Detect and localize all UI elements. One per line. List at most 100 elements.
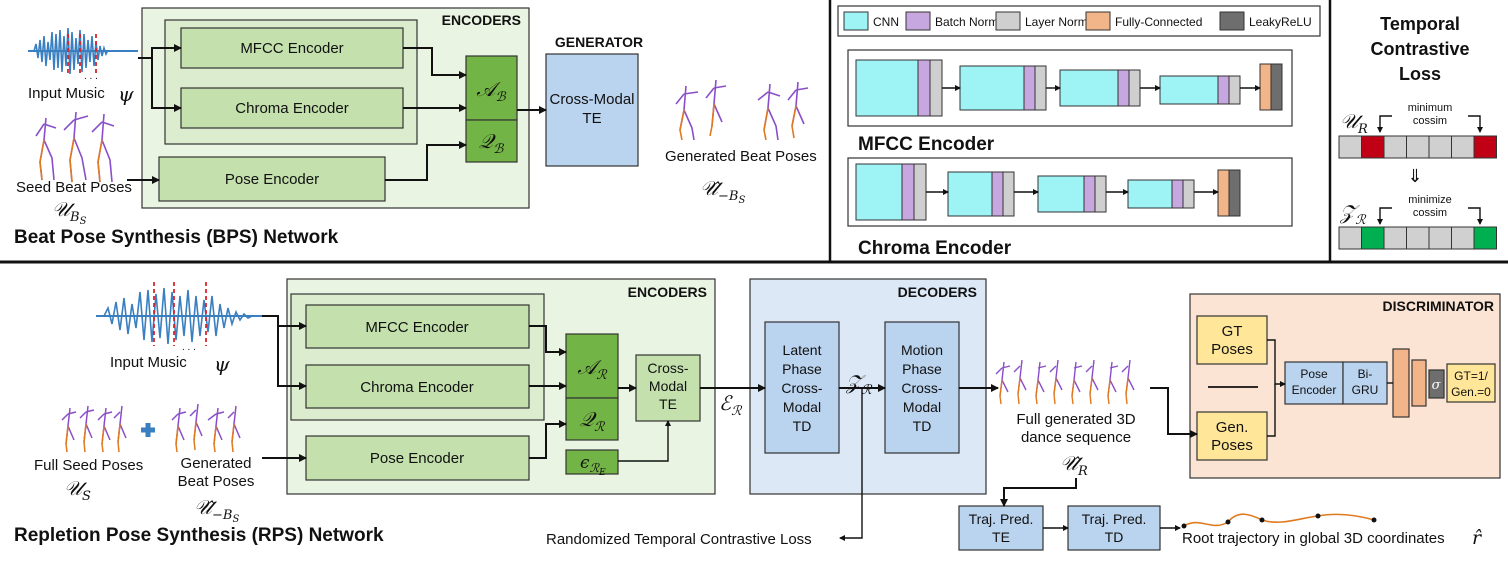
bps-cm-line2: TE [582, 110, 601, 127]
tcl-cell [1451, 135, 1475, 159]
bps-generated-symbol: 𝒰̂−BS [700, 176, 745, 206]
tcl-row-z [1338, 226, 1497, 250]
rps-traj-te-line2: TE [992, 529, 1010, 545]
chroma-stage-2 [947, 171, 1015, 217]
rps-decoders-title: DECODERS [898, 284, 977, 300]
rps-pose-enc-line2: Encoder [1292, 383, 1337, 397]
rps-motion-line5: TD [913, 418, 932, 434]
rps-pose-encoder [305, 435, 530, 481]
rps-mfcc-encoder [305, 304, 530, 349]
bps-encoders-title: ENCODERS [442, 12, 521, 28]
bps-generator-title: GENERATOR [555, 34, 643, 50]
bps-generated-label: Generated Beat Poses [665, 148, 817, 165]
chroma-stage-1 [855, 163, 927, 221]
bps-mfcc-label: MFCC Encoder [240, 40, 343, 57]
tcl-cell [1406, 226, 1430, 250]
rps-full-seed-figure [61, 405, 127, 453]
rps-mfcc-label: MFCC Encoder [365, 319, 468, 336]
rps-motion-line4: Modal [903, 399, 941, 415]
rps-motion-phase-td [884, 321, 960, 454]
legend-label: Batch Norm [935, 15, 998, 29]
rps-rtcl-label: Randomized Temporal Contrastive Loss [546, 531, 812, 548]
tcl-z-symbol: 𝒵ℛ [1339, 200, 1367, 228]
bps-pose-label: Pose Encoder [225, 171, 319, 188]
tcl-cell [1338, 226, 1362, 250]
rps-fc-2 [1411, 359, 1427, 407]
legend-item: Batch Norm [905, 11, 998, 31]
rps-bigru-line2: GRU [1352, 383, 1379, 397]
tcl-title-line3: Loss [1399, 64, 1441, 84]
tcl-cell [1338, 135, 1362, 159]
rps-disc-output [1446, 363, 1496, 403]
rps-fc-1 [1392, 348, 1410, 418]
mfcc-stage-4 [1159, 75, 1241, 105]
tcl-minimize-line1: minimize [1408, 194, 1451, 206]
bps-generated-poses-figure [675, 79, 809, 141]
rps-latent-line1: Latent [783, 342, 822, 358]
tcl-cell [1361, 135, 1385, 159]
rps-chroma-encoder [305, 364, 530, 409]
rps-traj-td [1067, 505, 1161, 551]
tcl-minimize-line2: cossim [1413, 207, 1447, 219]
rps-ur-symbol: 𝒰̂R [1060, 451, 1088, 479]
mfcc-stage-2 [959, 65, 1047, 111]
tcl-cell [1406, 135, 1430, 159]
bps-music-waveform: . . . [28, 27, 138, 82]
rps-latent-phase-td [764, 321, 840, 454]
legend-swatch [843, 11, 869, 31]
rps-gen-line1: Generated [181, 455, 252, 472]
bps-seed-symbol: 𝒰BS [52, 197, 87, 227]
legend-swatch [905, 11, 931, 31]
rps-epsilon-symbol: ϵℛE [580, 453, 606, 478]
tcl-cell [1428, 135, 1452, 159]
legend-label: CNN [873, 15, 899, 29]
bps-cross-modal-te [545, 53, 639, 167]
rps-full-seed-label: Full Seed Poses [34, 457, 143, 474]
rps-full-gen-line2: dance sequence [1021, 429, 1131, 446]
bps-seed-label: Seed Beat Poses [16, 179, 132, 196]
rps-music-waveform: . . . [96, 282, 262, 353]
tcl-min-line2: cossim [1413, 115, 1447, 127]
rps-motion-line3: Cross- [901, 380, 943, 396]
rps-sigma-symbol: σ [1432, 378, 1442, 393]
legend-label: Layer Norm [1025, 15, 1088, 29]
rps-latent-line4: Modal [783, 399, 821, 415]
rps-gt-line2: Poses [1211, 341, 1253, 358]
rps-input-music-label: Input Music [110, 354, 187, 371]
bps-seed-poses-figure [35, 111, 115, 183]
tcl-cell [1383, 135, 1407, 159]
bps-psi-symbol: ψ [118, 82, 134, 106]
bps-a-block [465, 55, 518, 121]
rps-root-label: Root trajectory in global 3D coordinates [1182, 530, 1445, 547]
tcl-min-line1: minimum [1408, 102, 1453, 114]
rps-cm-line2: Modal [649, 378, 687, 394]
svg-text:. . .: . . . [84, 71, 98, 82]
mfcc-stage-1 [855, 59, 943, 117]
bps-network: . . . Input Music ψ Seed Beat Poses 𝒰BS … [14, 7, 817, 248]
chroma-stage-3 [1037, 175, 1107, 213]
mfcc-detail-title: MFCC Encoder [858, 134, 995, 155]
chroma-detail-title: Chroma Encoder [858, 238, 1012, 259]
rps-genp-line1: Gen. [1216, 419, 1249, 436]
rps-traj-td-line2: TD [1105, 529, 1124, 545]
tcl-cell [1451, 226, 1475, 250]
mfcc-stage-3 [1059, 69, 1141, 107]
rps-traj-te-line1: Traj. Pred. [969, 511, 1034, 527]
tcl-title-line2: Contrastive [1370, 39, 1469, 59]
tcl-cell [1473, 226, 1497, 250]
rps-e-symbol: ℰℛ [719, 391, 743, 419]
tcl-panel: Temporal Contrastive Loss 𝒰R minimum cos… [1338, 14, 1497, 250]
rps-out-line2: Gen.=0 [1451, 385, 1491, 399]
tcl-cell [1473, 135, 1497, 159]
tcl-row-u [1338, 135, 1497, 159]
mfcc-stage-5 [1259, 63, 1283, 111]
legend-label: Fully-Connected [1115, 15, 1202, 29]
rps-latent-line5: TD [793, 418, 812, 434]
tcl-title-line1: Temporal [1380, 14, 1460, 34]
rps-latent-line3: Cross- [781, 380, 823, 396]
rps-bigru-line1: Bi- [1358, 367, 1373, 381]
rps-pose-enc-line1: Pose [1300, 367, 1328, 381]
legend-item: Fully-Connected [1085, 11, 1202, 31]
